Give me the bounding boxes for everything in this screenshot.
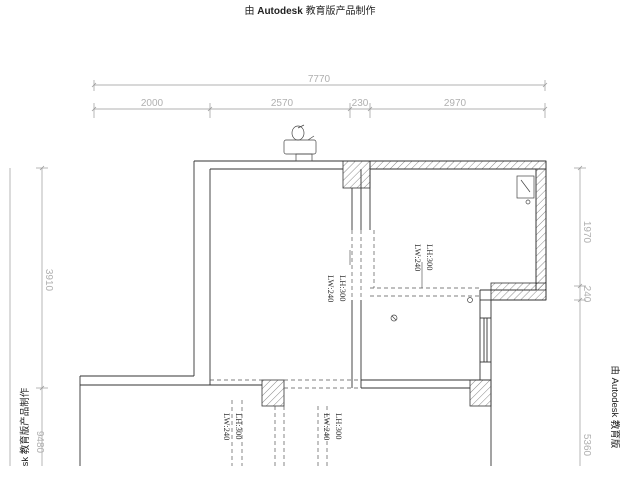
dim-total-width: 7770	[308, 74, 331, 85]
lintel-note-c: LH:300 LW:240	[222, 413, 244, 440]
lintel-b-lh: LH:300	[425, 244, 435, 270]
watermark-top: 由 Autodesk 教育版产品制作	[0, 2, 620, 17]
dim-segment-1: 2000	[141, 98, 164, 109]
dashed-lines	[210, 230, 480, 466]
watermark-brand: Autodesk	[257, 6, 303, 17]
dim-right-bottom: 5360	[581, 434, 592, 457]
dim-segment-2: 2570	[271, 98, 294, 109]
toilet-icon	[283, 124, 317, 162]
hatched-columns	[261, 160, 547, 407]
lintel-c-lh: LH:300	[234, 413, 244, 439]
lintel-note-d: LH:300 LW:240	[322, 413, 344, 440]
lintel-a-lh: LH:300	[338, 275, 348, 301]
sink-icon	[516, 175, 535, 205]
floor-plan: 7770 2000 2570 230 2970 3910 9480 1970 2…	[9, 74, 592, 466]
dim-right-mid: 240	[581, 286, 592, 303]
lintel-note-b: LH:300 LW:240	[413, 244, 435, 271]
lintel-d-lh: LH:300	[334, 413, 344, 439]
dimension-right	[574, 165, 586, 466]
dimension-left	[9, 165, 48, 466]
lintel-c-lw: LW:240	[222, 413, 232, 440]
dim-left-height: 3910	[43, 269, 54, 292]
dim-left-total: 9480	[34, 431, 45, 454]
lintel-d-lw: LW:240	[322, 413, 332, 440]
lintel-a-lw: LW:240	[326, 275, 336, 302]
leader-lines	[349, 250, 423, 288]
walls	[79, 160, 547, 466]
ceiling-light-icon	[390, 297, 473, 322]
watermark-prefix: 由	[244, 6, 255, 17]
dim-right-top: 1970	[581, 221, 592, 244]
dimension-top	[91, 80, 548, 118]
dim-segment-3: 230	[352, 98, 369, 109]
drawing-canvas[interactable]: 由 Autodesk 教育版产品制作 sk 教育版产品制作 由 Autodesk…	[0, 0, 620, 466]
watermark-suffix: 教育版产品制作	[305, 6, 376, 17]
lintel-note-a: LH:300 LW:240	[326, 275, 348, 302]
lintel-b-lw: LW:240	[413, 244, 423, 271]
dim-segment-4: 2970	[444, 98, 467, 109]
